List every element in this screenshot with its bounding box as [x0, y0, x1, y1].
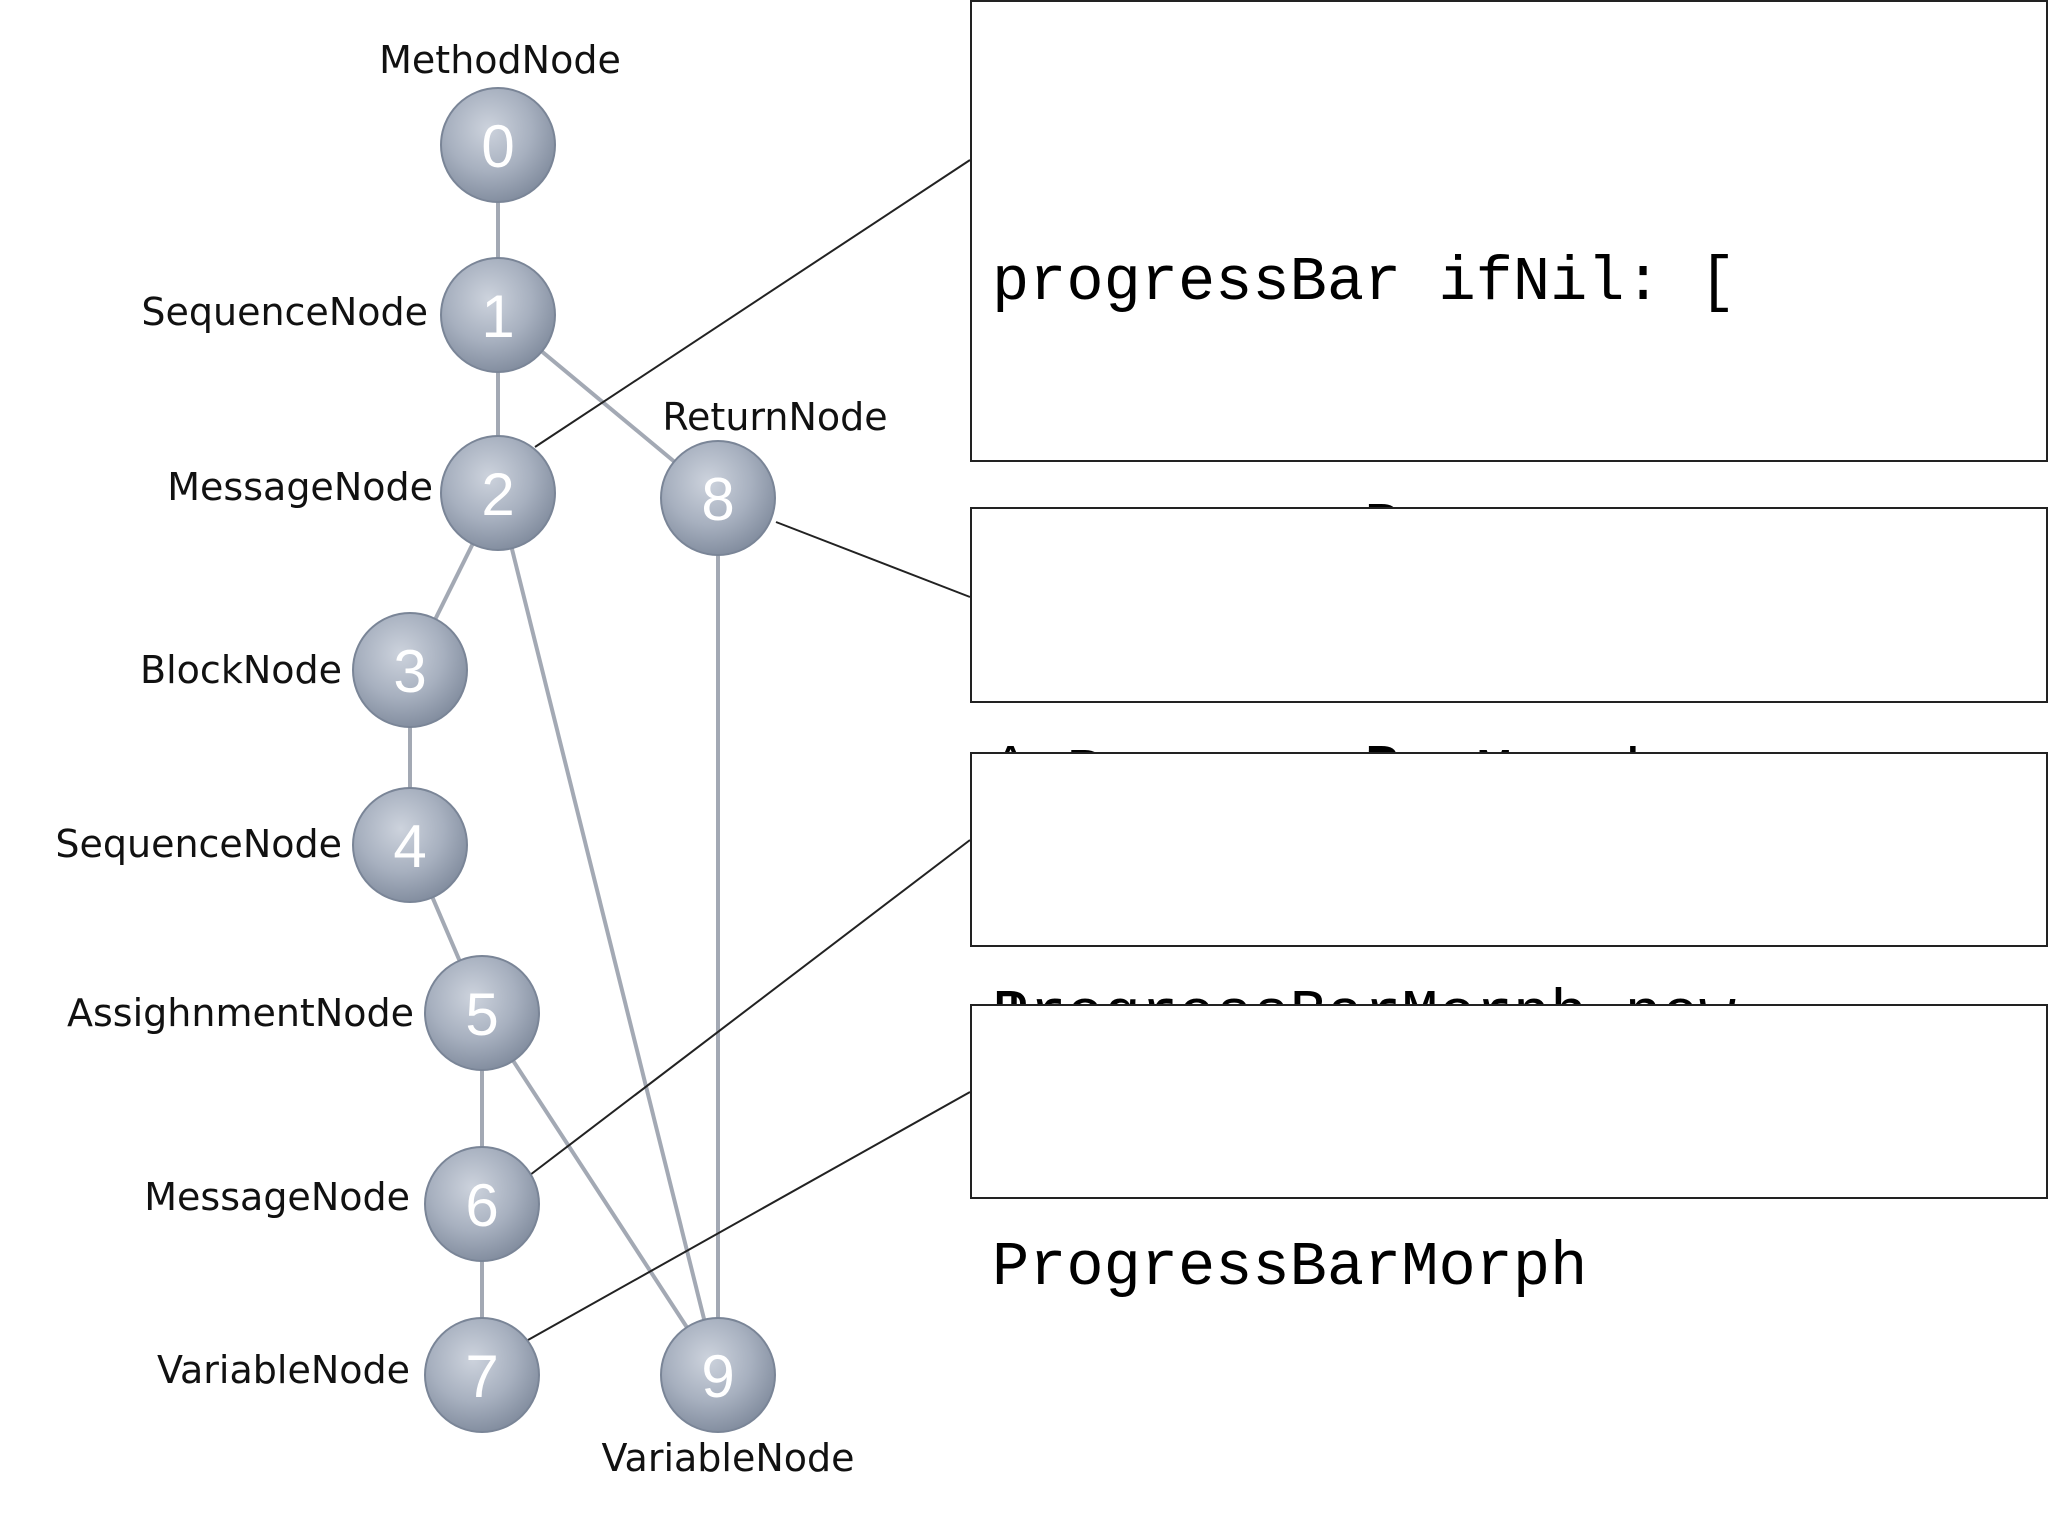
connector-line-node-6	[529, 839, 971, 1176]
tree-edge-5-9	[480, 1011, 720, 1377]
node-type-label: AssighnmentNode	[67, 991, 414, 1035]
ast-node-6: 6 MessageNode	[144, 1146, 540, 1262]
connector-line-node-2	[534, 159, 971, 448]
node-number: 1	[481, 283, 514, 350]
node-circle	[352, 612, 468, 728]
node-circle	[660, 440, 776, 556]
ast-node-7: 7 VariableNode	[157, 1317, 540, 1433]
code-box-variable: ProgressBarMorph	[970, 1004, 2048, 1303]
code-line: ProgressBarMorph	[992, 1232, 1588, 1303]
node-type-label: VariableNode	[601, 1436, 854, 1480]
node-number: 7	[465, 1343, 498, 1410]
node-type-label: MessageNode	[167, 465, 433, 509]
ast-node-0: 0 MethodNode	[379, 38, 621, 203]
node-number: 0	[481, 113, 514, 180]
code-box-message: ProgressBarMorph new	[970, 752, 2048, 1051]
node-type-label: VariableNode	[157, 1348, 410, 1392]
node-type-label: ReturnNode	[662, 395, 887, 439]
node-number: 4	[393, 813, 426, 880]
node-number: 9	[701, 1343, 734, 1410]
node-circle	[352, 787, 468, 903]
node-type-label: SequenceNode	[55, 822, 342, 866]
node-circle	[440, 435, 556, 551]
node-number: 8	[701, 466, 734, 533]
ast-node-3: 3 BlockNode	[140, 612, 468, 728]
ast-node-4: 4 SequenceNode	[55, 787, 468, 903]
code-line: progressBar ifNil: [	[992, 247, 1737, 318]
node-circle	[424, 1146, 540, 1262]
code-box-if-nil: progressBar ifNil: [ progressBar := Prog…	[970, 0, 2048, 1056]
node-number: 5	[465, 981, 498, 1048]
node-number: 6	[465, 1172, 498, 1239]
node-circle	[424, 1317, 540, 1433]
node-type-label: MethodNode	[379, 38, 621, 82]
connector-line-node-8	[775, 521, 971, 598]
connector-line-node-7	[527, 1091, 971, 1341]
node-type-label: BlockNode	[140, 648, 342, 692]
ast-node-2: 2 MessageNode	[167, 435, 556, 551]
ast-node-5: 5 AssighnmentNode	[67, 955, 540, 1071]
node-type-label: SequenceNode	[141, 290, 428, 334]
tree-edge-2-9	[496, 492, 720, 1376]
nodes-layer: 0MethodNode1SequenceNode2MessageNode3Blo…	[55, 38, 887, 1480]
node-circle	[660, 1317, 776, 1433]
node-type-label: MessageNode	[144, 1175, 410, 1219]
ast-node-1: 1 SequenceNode	[141, 257, 556, 373]
connector-lines	[527, 159, 971, 1341]
node-number: 3	[393, 638, 426, 705]
code-box-return: ^ progressBar	[970, 507, 2048, 806]
node-circle	[424, 955, 540, 1071]
node-number: 2	[481, 461, 514, 528]
node-circle	[440, 257, 556, 373]
node-circle	[440, 87, 556, 203]
ast-node-8: 8 ReturnNode	[660, 395, 888, 556]
